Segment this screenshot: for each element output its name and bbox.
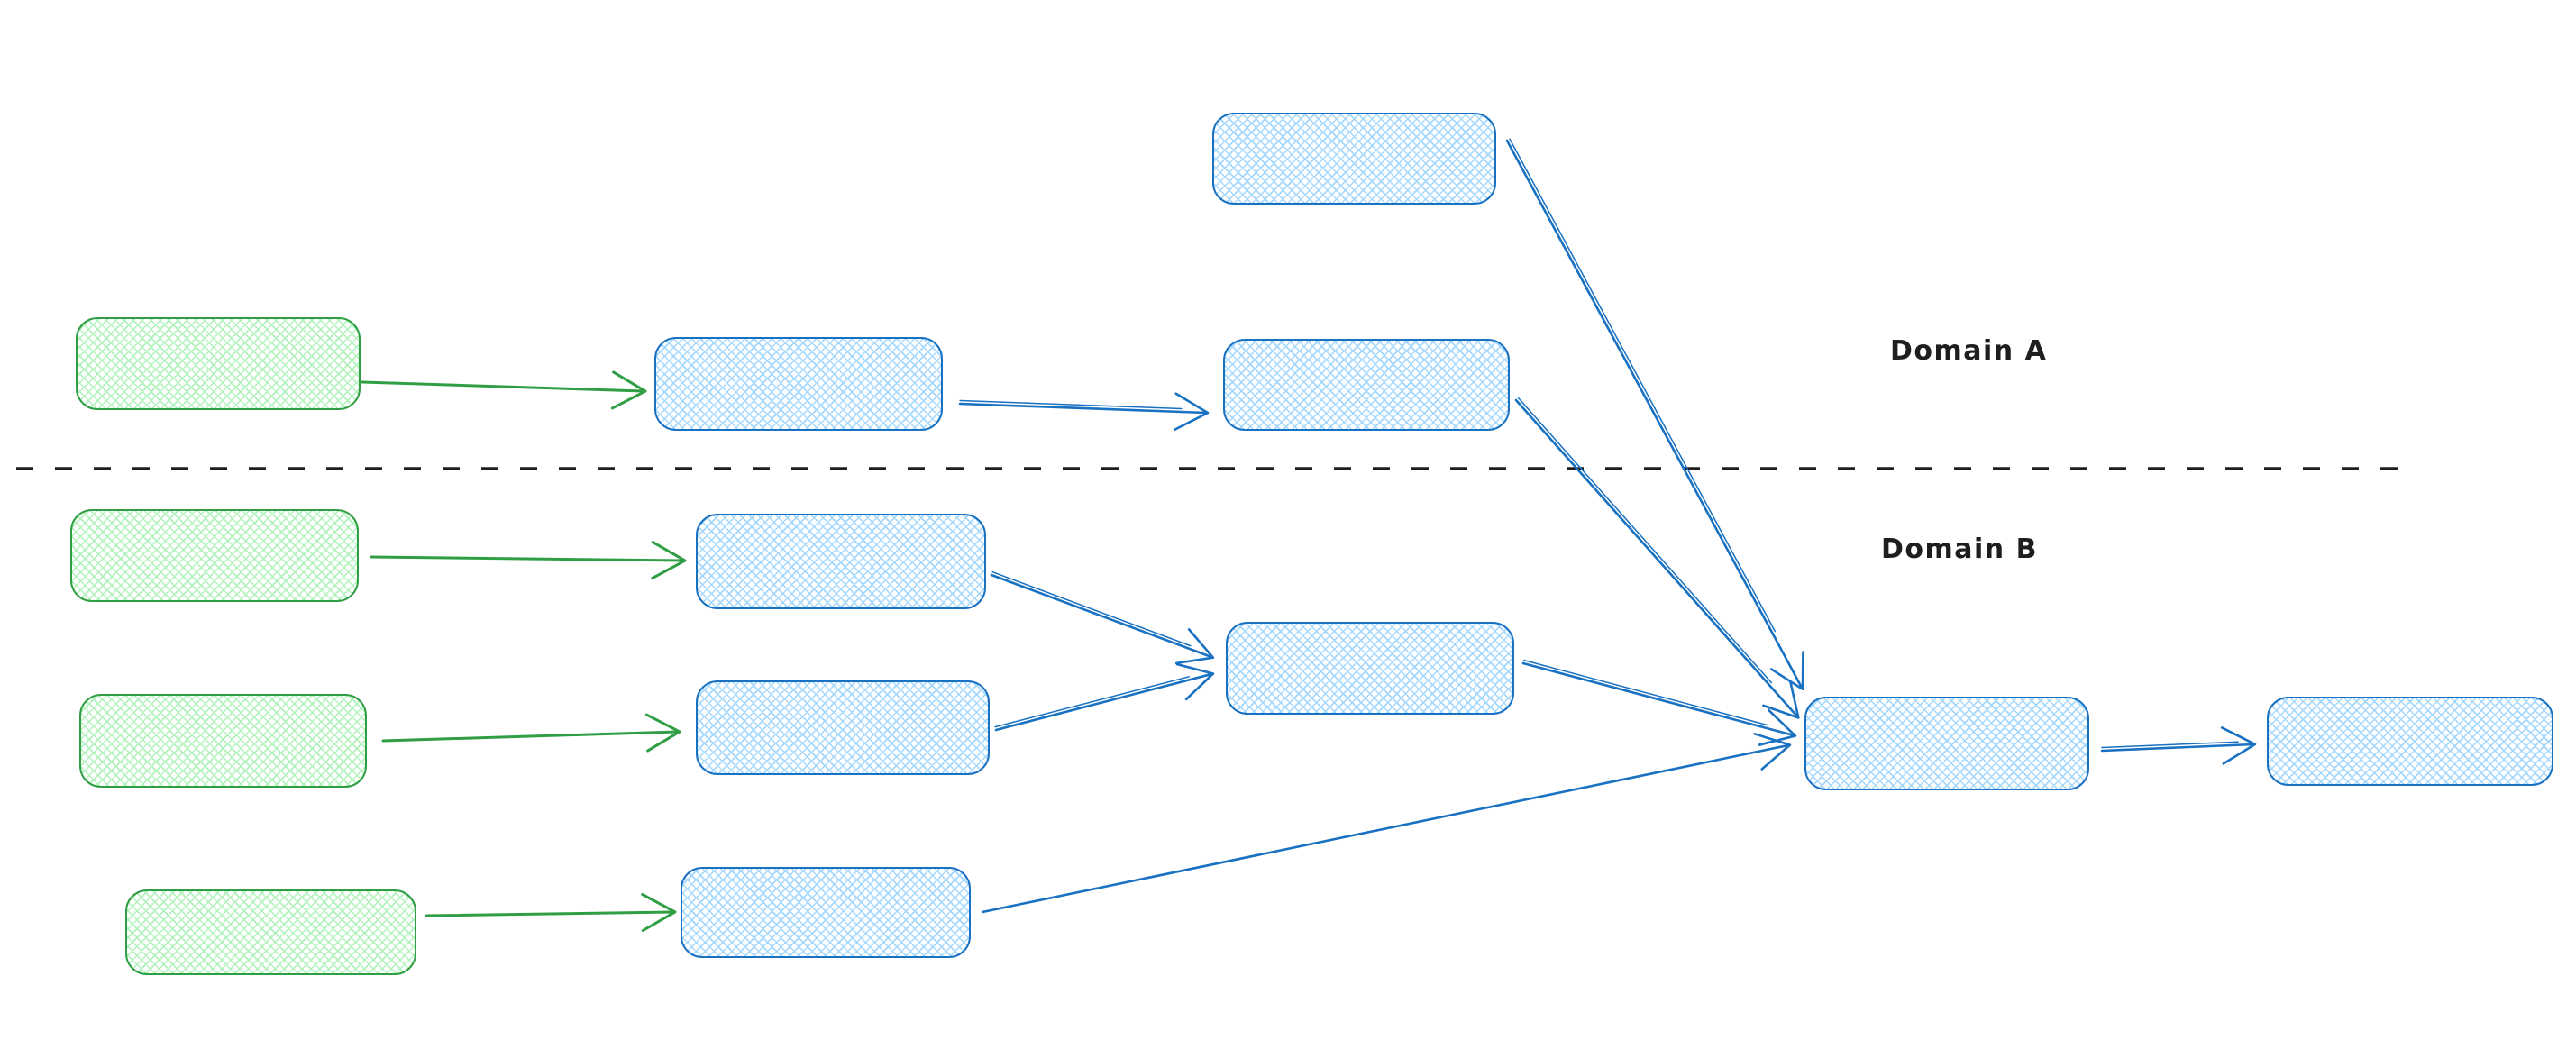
node-domain-a-stage1-blue[interactable] bbox=[654, 337, 943, 431]
edge-final-to-output[interactable] bbox=[2100, 726, 2257, 765]
edge-b-stage1a-to-merge1[interactable] bbox=[990, 573, 1215, 665]
node-domain-a-source-green[interactable] bbox=[76, 317, 361, 410]
domain-a-label[interactable]: Domain A bbox=[1890, 335, 2048, 367]
node-final-merge-blue[interactable] bbox=[1804, 697, 2089, 790]
edge-final-to-output-sketch-stroke bbox=[2101, 741, 2239, 749]
node-domain-b-stage1b-blue[interactable] bbox=[696, 680, 990, 775]
edge-a-top-to-final-sketch-stroke bbox=[1509, 138, 1777, 633]
edge-b-merge1-to-final-sketch-stroke bbox=[1523, 659, 1768, 726]
edge-b-stage1b-to-merge1-sketch-stroke bbox=[994, 676, 1190, 728]
edge-b-stage1c-to-final[interactable] bbox=[981, 733, 1792, 914]
edge-b-green3-to-stage1c[interactable] bbox=[425, 892, 677, 932]
edge-a-green-to-stage1[interactable] bbox=[361, 370, 647, 410]
edge-a-stage1-to-stage2[interactable] bbox=[958, 392, 1210, 432]
node-domain-b-stage1c-blue[interactable] bbox=[681, 867, 971, 958]
node-domain-b-source1-green[interactable] bbox=[70, 509, 359, 602]
node-domain-b-stage1a-blue[interactable] bbox=[696, 514, 986, 609]
node-output-blue[interactable] bbox=[2267, 697, 2553, 786]
edge-a-stage2-to-final-sketch-stroke bbox=[1517, 397, 1773, 684]
node-domain-b-source3-green[interactable] bbox=[125, 889, 416, 975]
edge-a-top-to-final[interactable] bbox=[1505, 139, 1804, 691]
domain-b-label[interactable]: Domain B bbox=[1881, 534, 2038, 565]
edge-a-stage2-to-final[interactable] bbox=[1514, 398, 1800, 719]
node-domain-b-source2-green[interactable] bbox=[79, 694, 367, 788]
node-domain-a-top-blue[interactable] bbox=[1212, 113, 1496, 205]
edge-b-green1-to-stage1a[interactable] bbox=[370, 541, 687, 580]
edge-b-stage1b-to-merge1[interactable] bbox=[994, 662, 1215, 732]
edge-b-green2-to-stage1b[interactable] bbox=[381, 713, 681, 753]
edge-b-merge1-to-final[interactable] bbox=[1521, 661, 1797, 746]
node-domain-a-stage2-blue[interactable] bbox=[1223, 339, 1510, 431]
node-domain-b-merge1-blue[interactable] bbox=[1226, 622, 1514, 715]
edge-a-stage1-to-stage2-sketch-stroke bbox=[959, 399, 1183, 410]
edge-b-stage1a-to-merge1-sketch-stroke bbox=[991, 570, 1192, 647]
